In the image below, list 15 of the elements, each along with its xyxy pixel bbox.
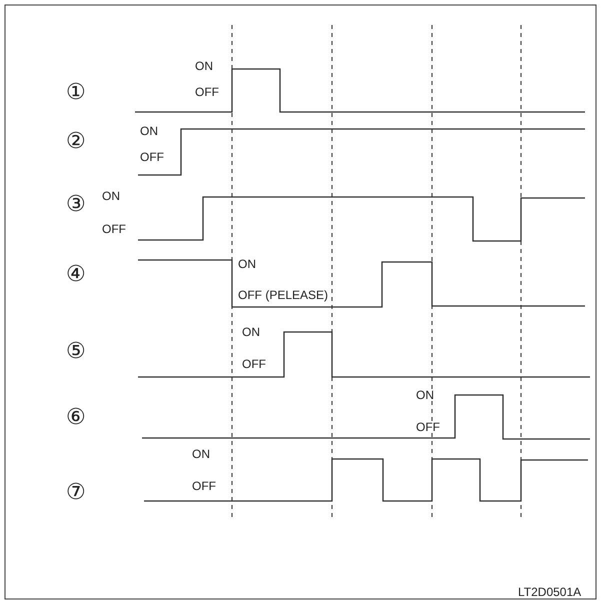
- figure-code: LT2D0501A: [518, 586, 582, 598]
- state-label: ON: [195, 60, 213, 72]
- state-label: ON: [192, 448, 210, 460]
- state-label: OFF: [102, 223, 126, 236]
- state-label: ON: [140, 125, 158, 138]
- state-label: OFF: [192, 480, 216, 492]
- state-label: ON: [416, 389, 434, 402]
- state-label: ON: [238, 258, 256, 270]
- state-label: OFF: [140, 151, 164, 164]
- state-label: ON: [102, 190, 120, 202]
- state-label: OFF: [195, 86, 219, 98]
- state-label: OFF (PELEASE): [238, 289, 328, 302]
- state-label: ON: [242, 326, 260, 338]
- state-label: OFF: [242, 358, 266, 370]
- state-label: OFF: [416, 421, 440, 434]
